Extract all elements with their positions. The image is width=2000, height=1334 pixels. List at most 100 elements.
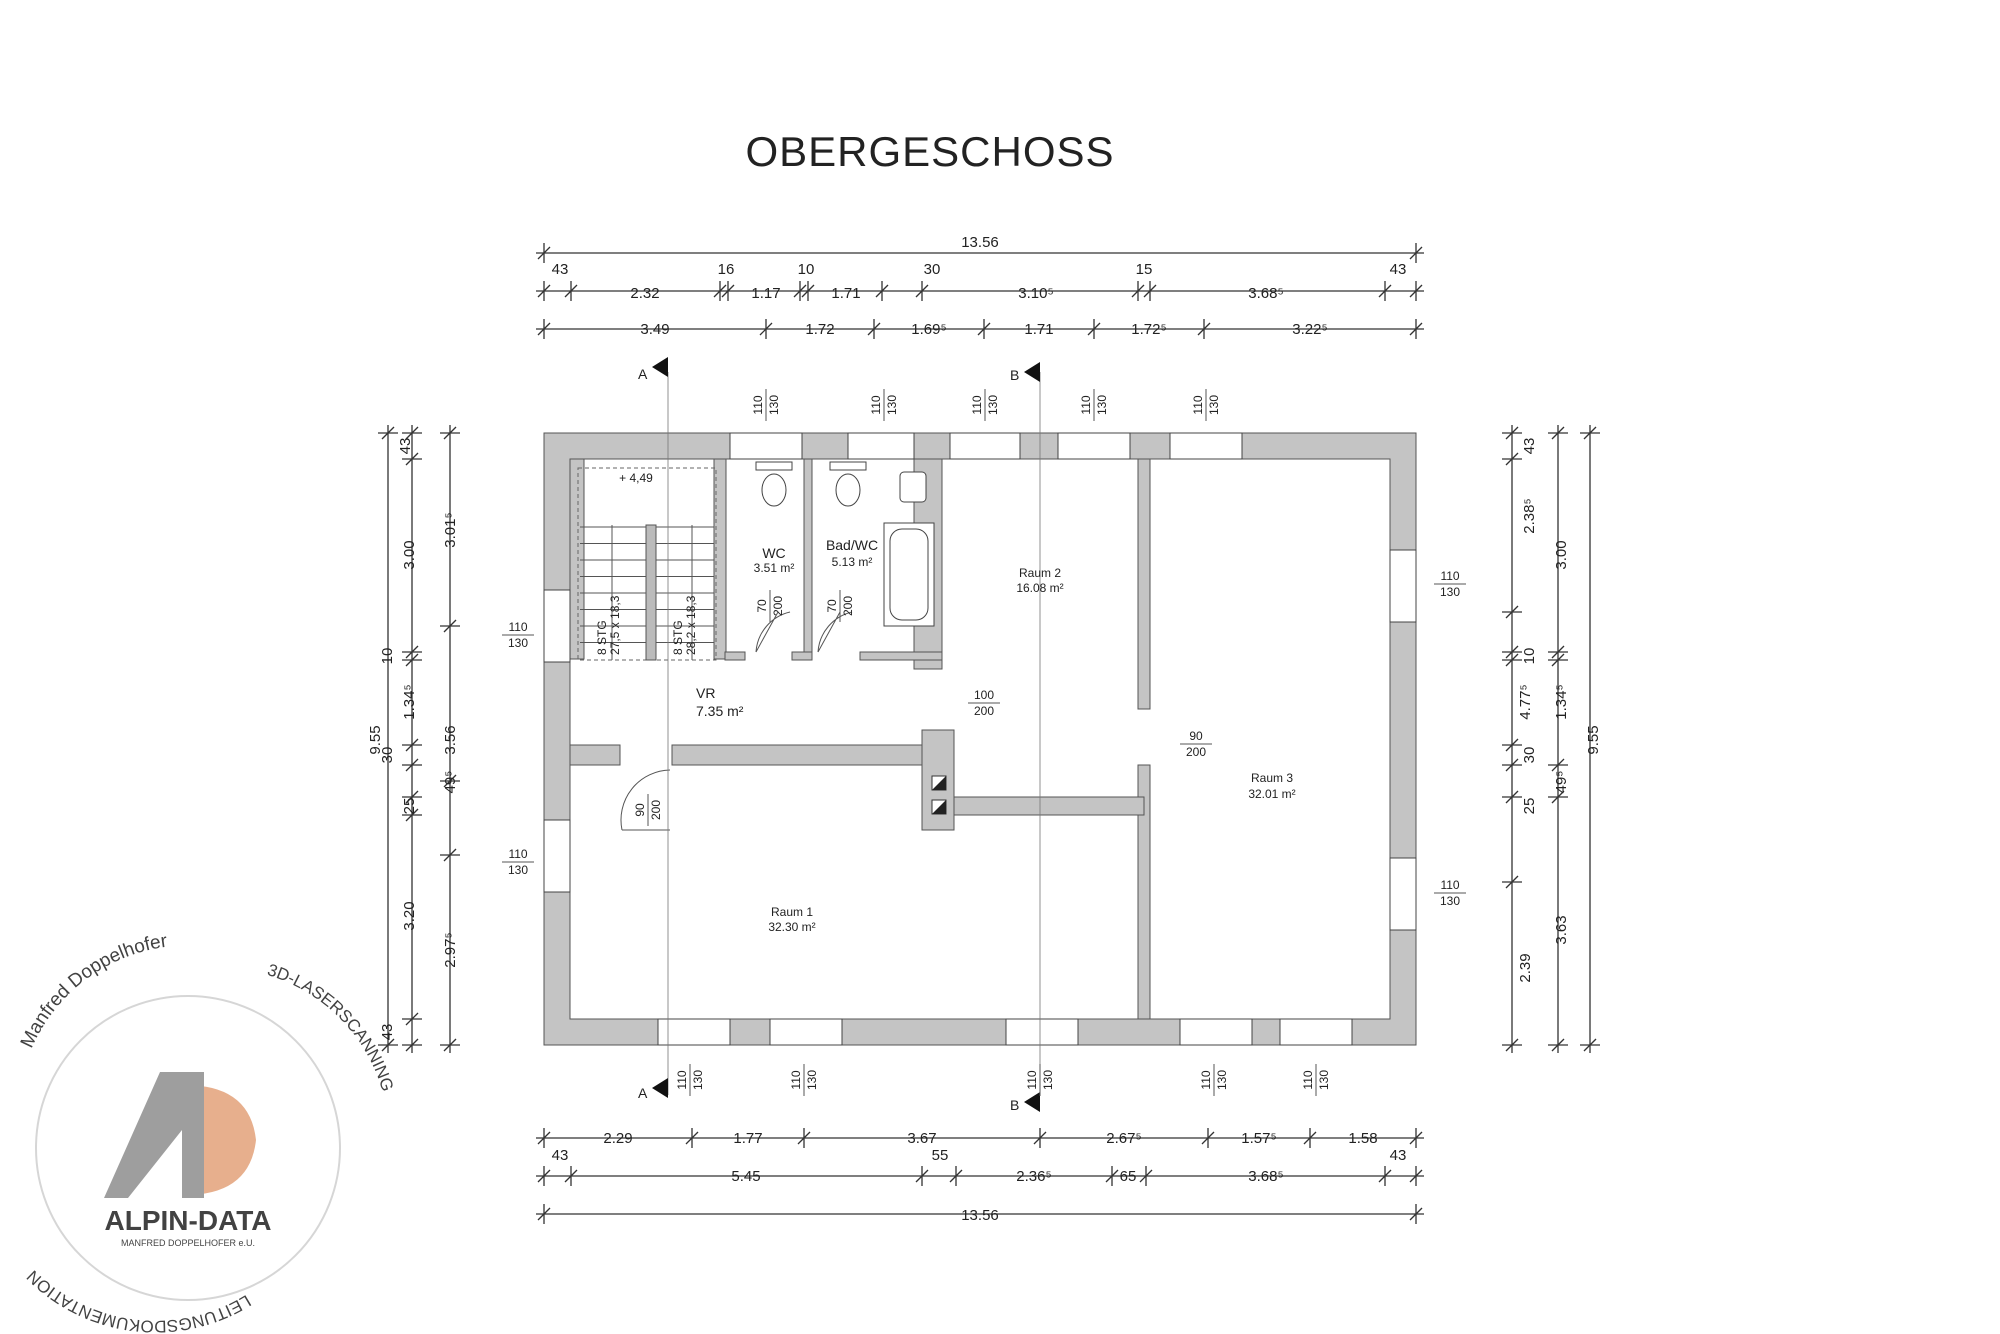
logo-owner: MANFRED DOPPELHOFER e.U.	[121, 1238, 255, 1248]
dim-right-outer-tick-0	[1583, 426, 1597, 440]
dim-bottom-row2-tick-0	[537, 1169, 551, 1183]
dim-left-mid-tick-9	[405, 1038, 419, 1052]
window-label-top-1-top: 110	[869, 395, 883, 414]
dim-left-outer-tick-1	[381, 1038, 395, 1052]
window-bottom-raum1-a	[657, 1018, 731, 1046]
room-labels: WC 3.51 m² Bad/WC 5.13 m² Raum 2 16.08 m…	[696, 537, 1296, 934]
dim-right-mid-tick-5	[1551, 1038, 1565, 1052]
dim-top-row2-tick-3	[977, 322, 991, 336]
dim-right-inner-label-3: 4.77⁵	[1517, 684, 1534, 719]
toilet-wc-icon	[761, 473, 787, 507]
dim-top-row1-tick-9	[1143, 284, 1157, 298]
dim-top-row1-tick-7	[915, 284, 929, 298]
dim-right-inner-tick-3	[1505, 645, 1519, 659]
dim-bottom-overall-tick-0	[537, 1207, 551, 1221]
dim-right-inner-tick-5	[1505, 738, 1519, 752]
door-label-raum1-bottom: 200	[649, 800, 663, 820]
toilet-bad-tank	[829, 461, 867, 471]
window-left-raum1	[543, 819, 571, 893]
dim-right-mid-tick-1	[1551, 645, 1565, 659]
dim-top-row1-label-10: 43	[1390, 261, 1407, 278]
dim-top-row2-label-4: 1.72⁵	[1131, 321, 1166, 338]
bathtub-inner	[889, 528, 929, 621]
dim-left-outer-label-0: 9.55	[367, 725, 384, 754]
door-label-vr-top: 100	[974, 688, 994, 702]
wall-bad-bottom	[859, 651, 943, 661]
window-label-bottom-0-bottom: 130	[691, 1070, 705, 1090]
dim-right-inner-label-4: 30	[1521, 747, 1538, 764]
dim-left-mid-label-0: 43	[397, 438, 414, 455]
dim-left-mid-tick-8	[405, 1012, 419, 1026]
toilet-bad-icon	[835, 473, 861, 507]
dim-left-mid-label-2: 10	[379, 648, 396, 665]
dimension-lines: 13.56432.32161.17101.71303.10⁵153.68⁵433…	[367, 234, 1602, 1224]
dim-bottom-row2-tick-4	[1105, 1169, 1119, 1183]
dim-bottom-row2-tick-2	[915, 1169, 929, 1183]
window-label-top-0-bottom: 130	[767, 395, 781, 415]
dim-left-inner-label-0: 3.01⁵	[442, 512, 459, 547]
dim-right-mid-label-2: 49⁵	[1553, 771, 1570, 794]
dim-top-row1-tick-3	[721, 284, 735, 298]
wall-raum1-raum2	[953, 796, 1145, 816]
dim-left-mid-tick-7	[405, 808, 419, 822]
window-label-bottom-4-bottom: 130	[1317, 1070, 1331, 1090]
dim-bottom-row2-label-5: 3.68⁵	[1248, 1168, 1283, 1185]
dim-left-inner-tick-1	[443, 619, 457, 633]
door-label-bad-bottom: 200	[841, 596, 855, 616]
door-label-bad-top: 70	[825, 599, 839, 613]
door-label-wc-top: 70	[755, 599, 769, 613]
dim-bottom-row1-label-1: 1.77	[733, 1130, 762, 1147]
dim-bottom-row2-label-3: 2.36⁵	[1016, 1168, 1051, 1185]
room-raum2-name: Raum 2	[1019, 566, 1061, 580]
dim-bottom-row2-tick-6	[1378, 1169, 1392, 1183]
window-label-right-1-bottom: 130	[1440, 894, 1460, 908]
dim-right-mid-tick-2	[1551, 653, 1565, 667]
room-bad-area: 5.13 m²	[832, 555, 873, 569]
dim-top-row2-tick-6	[1409, 322, 1423, 336]
logo-brand: ALPIN-DATA	[105, 1205, 272, 1236]
window-right-raum3-a	[1389, 549, 1417, 623]
dim-top-row1-tick-8	[1131, 284, 1145, 298]
room-raum1-area: 32.30 m²	[768, 920, 815, 934]
dim-left-inner-label-3: 2.97⁵	[442, 932, 459, 967]
dim-left-inner-tick-2	[443, 774, 457, 788]
dim-bottom-row1-tick-4	[1201, 1131, 1215, 1145]
room-bad-name: Bad/WC	[826, 537, 878, 553]
dim-top-row1-tick-11	[1409, 284, 1423, 298]
flue-1-fill	[932, 776, 946, 790]
dim-bottom-row1-label-4: 1.57⁵	[1241, 1130, 1276, 1147]
dim-top-row1-label-2: 16	[718, 261, 735, 278]
toilet-wc-tank	[755, 461, 793, 471]
dim-left-inner-label-1: 3.56	[442, 725, 459, 754]
dim-top-row1-tick-5	[801, 284, 815, 298]
wall-stair-wc	[713, 458, 727, 660]
window-bottom-raum3-a	[1179, 1018, 1253, 1046]
dim-top-row2-tick-2	[867, 322, 881, 336]
dim-right-inner-tick-9	[1505, 1038, 1519, 1052]
door-swing-wc	[755, 611, 791, 653]
wall-bad-bottom-left	[791, 651, 813, 661]
wall-stair-left	[569, 458, 585, 660]
dim-bottom-row1-tick-2	[797, 1131, 811, 1145]
window-top-raum2-b	[1057, 432, 1131, 460]
window-top-wc	[729, 432, 803, 460]
dim-bottom-row2-tick-7	[1409, 1169, 1423, 1183]
dim-top-row2-tick-4	[1087, 322, 1101, 336]
dim-right-mid-tick-0	[1551, 426, 1565, 440]
dim-right-outer-label-0: 9.55	[1585, 725, 1602, 754]
door-label-raum3-bottom: 200	[1186, 745, 1206, 759]
window-label-top-2-bottom: 130	[986, 395, 1000, 415]
